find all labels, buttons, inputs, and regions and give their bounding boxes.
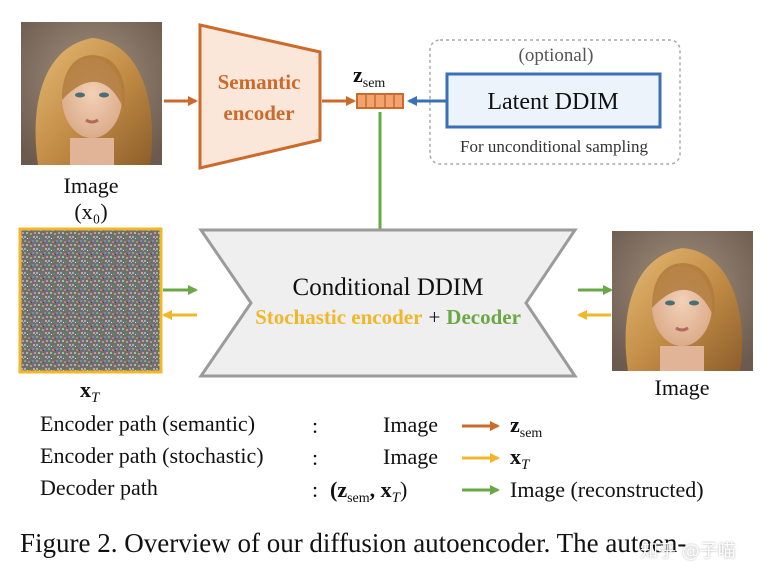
output-image-label: Image [655, 375, 710, 400]
semantic-encoder-line2: encoder [223, 101, 294, 125]
input-image-math: (x₀) [74, 199, 107, 224]
noise-image [18, 227, 163, 374]
conditional-ddim-title: Conditional DDIM [293, 274, 484, 301]
latent-ddim-box [445, 72, 662, 129]
legend-row-decoder-from: (zsem, xT) [330, 477, 407, 506]
legend-row-stochastic-from: Image [383, 444, 438, 469]
zsem-label: zsem [353, 62, 385, 91]
optional-label: (optional) [519, 45, 594, 66]
legend: Encoder path (semantic) : Image zsem Enc… [40, 411, 704, 506]
output-image [612, 231, 753, 371]
legend-row-semantic-to: zsem [510, 412, 542, 441]
latent-ddim-note: For unconditional sampling [460, 137, 648, 156]
legend-row-decoder-name: Decoder path [40, 475, 158, 500]
input-image [21, 22, 162, 165]
input-image-label: Image [64, 173, 119, 198]
noise-label: xT [80, 377, 101, 406]
figure-caption: Figure 2. Overview of our diffusion auto… [20, 528, 687, 558]
conditional-ddim-shape [198, 228, 578, 378]
legend-row-semantic-name: Encoder path (semantic) [40, 411, 255, 436]
legend-row-semantic-from: Image [383, 412, 438, 437]
legend-row-semantic-colon: : [312, 413, 318, 438]
legend-row-stochastic-to: xT [510, 444, 531, 473]
conditional-ddim-subtitle: Stochastic encoder+Decoder [255, 305, 521, 329]
watermark: 知乎 @子喵 [640, 541, 736, 562]
semantic-encoder-shape [198, 23, 322, 170]
legend-row-stochastic-colon: : [312, 445, 318, 470]
latent-ddim-label: Latent DDIM [487, 89, 618, 115]
legend-row-decoder-colon: : [312, 477, 318, 502]
legend-row-stochastic-name: Encoder path (stochastic) [40, 443, 264, 468]
semantic-encoder-line1: Semantic [218, 70, 301, 94]
zsem-vector [356, 93, 404, 109]
legend-row-decoder-to: Image (reconstructed) [510, 477, 704, 502]
